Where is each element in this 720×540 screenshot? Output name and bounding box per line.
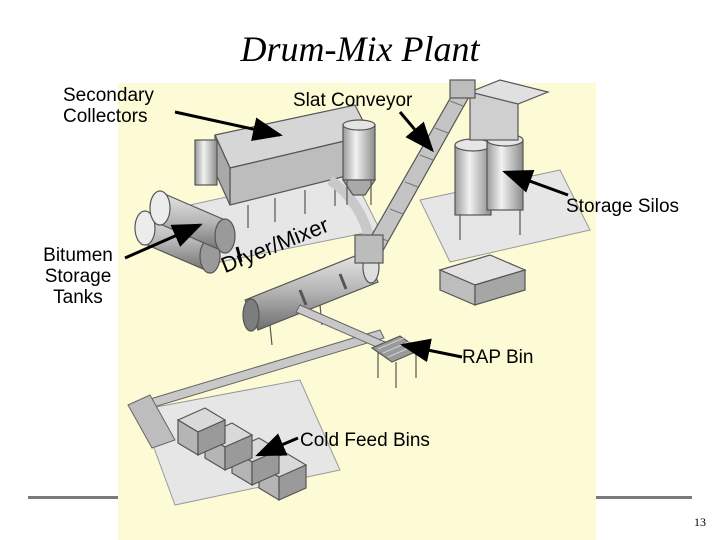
secondary-collectors-unit (194, 104, 375, 242)
callout-arrows (124, 110, 569, 457)
tick-dryer (235, 246, 243, 263)
label-secondary-collectors-line1: Secondary (63, 85, 154, 106)
arrow-storage-silos (502, 169, 569, 197)
footer-rule-right (596, 496, 692, 499)
label-bitumen-line3: Tanks (53, 287, 103, 308)
label-slat-conveyor: Slat Conveyor (293, 90, 413, 111)
arrow-secondary-collectors (174, 110, 283, 141)
arrow-rap-bin (400, 338, 463, 363)
arrow-cold-feed-bins (255, 433, 299, 457)
label-secondary-collectors-line2: Collectors (63, 106, 148, 127)
load-out-bin (438, 254, 527, 306)
label-storage-silos: Storage Silos (566, 196, 680, 217)
label-bitumen-line1: Bitumen (43, 245, 113, 266)
footer-rule-left (28, 496, 118, 499)
label-secondary-collectors: Secondary Collectors (63, 85, 154, 127)
dryer-mixer-drum (242, 234, 384, 346)
slide-title: Drum-Mix Plant (240, 29, 480, 69)
label-cold-feed-bins: Cold Feed Bins (300, 430, 430, 451)
label-rap-bin: RAP Bin (462, 347, 534, 368)
arrow-bitumen-tanks (124, 223, 203, 260)
feed-conveyors (127, 304, 393, 449)
arrow-slat-conveyor (398, 111, 434, 153)
small-silo (341, 119, 377, 205)
label-bitumen-storage-tanks: Bitumen Storage Tanks (30, 245, 126, 308)
label-bitumen-line2: Storage (44, 266, 112, 287)
page-number: 13 (694, 515, 706, 529)
